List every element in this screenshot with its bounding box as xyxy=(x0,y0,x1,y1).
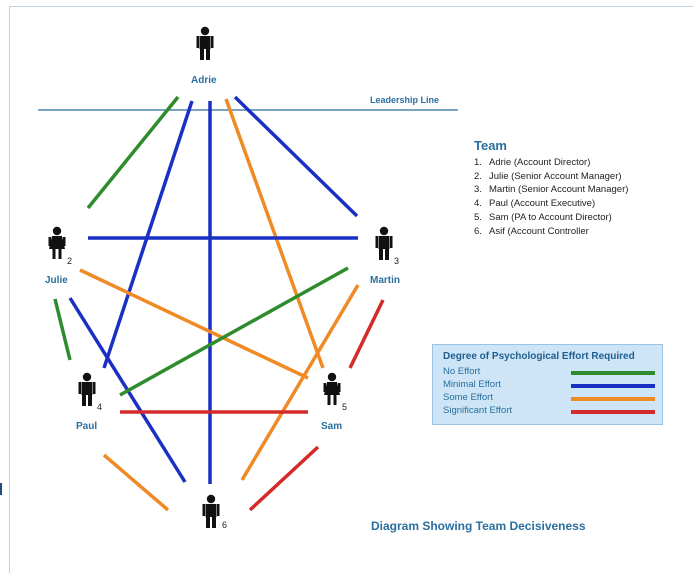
relationship-lines xyxy=(53,95,385,512)
team-member-item: 4. Paul (Account Executive) xyxy=(474,197,628,211)
team-member-list: 1. Adrie (Account Director) 2. Julie (Seni… xyxy=(474,156,628,238)
legend-swatch-minimal-effort xyxy=(571,384,655,388)
relationship-line-adrie-paul xyxy=(102,100,194,369)
relationship-line-paul-asif xyxy=(102,453,170,512)
relationship-line-adrie-sam xyxy=(224,98,325,369)
relationship-line-julie-paul xyxy=(53,298,72,361)
node-label-paul: Paul xyxy=(76,421,98,432)
team-member-item: 1. Adrie (Account Director) xyxy=(474,156,628,170)
person-icon-sam xyxy=(323,372,341,405)
node-number-martin: 3 xyxy=(394,256,400,266)
node-label-sam: Sam xyxy=(321,421,343,432)
team-member-text: Asif (Account Controller xyxy=(489,225,589,237)
frame-left-border xyxy=(9,6,10,573)
node-label-julie: Julie xyxy=(45,275,68,286)
diagram-caption: Diagram Showing Team Decisiveness xyxy=(371,519,586,533)
person-figures xyxy=(48,26,393,528)
leadership-line-label: Leadership Line xyxy=(370,95,440,105)
node-number-julie: 2 xyxy=(67,256,73,266)
person-icon-martin xyxy=(375,226,393,260)
team-member-number: 1. xyxy=(474,157,482,168)
legend-label: Minimal Effort xyxy=(443,379,501,390)
legend-swatch-no-effort xyxy=(571,371,655,375)
relationship-line-sam-asif xyxy=(248,445,320,512)
legend-title: Degree of Psychological Effort Required xyxy=(443,351,635,362)
team-member-text: Julie (Senior Account Manager) xyxy=(489,170,622,182)
node-number-sam: 5 xyxy=(342,402,348,412)
legend-row-significant-effort: Significant Effort xyxy=(443,405,658,418)
team-member-number: 2. xyxy=(474,170,482,182)
person-icon-julie xyxy=(48,226,66,259)
legend-row-some-effort: Some Effort xyxy=(443,392,658,405)
legend-label: No Effort xyxy=(443,366,481,377)
team-member-number: 5. xyxy=(474,211,482,223)
node-label-adrie: Adrie xyxy=(191,75,217,86)
team-member-number: 6. xyxy=(474,225,482,237)
team-member-number: 4. xyxy=(474,198,482,210)
team-member-item: 5. Sam (PA to Account Director) xyxy=(474,211,628,225)
legend-label: Some Effort xyxy=(443,392,493,403)
relationship-line-martin-sam xyxy=(348,299,385,369)
team-member-item: 2. Julie (Senior Account Manager) xyxy=(474,170,628,184)
team-member-item: 3. Martin (Senior Account Manager) xyxy=(474,183,628,197)
relationship-line-adrie-julie xyxy=(86,95,180,210)
team-member-number: 3. xyxy=(474,184,482,196)
node-number-paul: 4 xyxy=(97,402,103,412)
node-label-martin: Martin xyxy=(370,275,400,286)
team-member-item: 6. Asif (Account Controller xyxy=(474,225,628,239)
person-icon-asif xyxy=(202,494,220,528)
team-member-text: Adrie (Account Director) xyxy=(489,157,591,168)
person-icon-adrie xyxy=(196,26,214,60)
team-member-text: Sam (PA to Account Director) xyxy=(489,211,612,223)
legend-swatch-significant-effort xyxy=(571,410,655,414)
team-title: Team xyxy=(474,138,507,153)
frame-edge-marker xyxy=(0,483,2,495)
relationship-line-julie-sam xyxy=(79,268,309,380)
relationship-line-martin-paul xyxy=(119,266,349,397)
team-member-text: Paul (Account Executive) xyxy=(489,198,596,210)
legend-row-minimal-effort: Minimal Effort xyxy=(443,379,658,392)
team-member-text: Martin (Senior Account Manager) xyxy=(489,184,629,196)
team-list-panel: Team 1. Adrie (Account Director) 2. Julie … xyxy=(474,138,628,238)
relationship-line-adrie-martin xyxy=(233,95,359,218)
legend-row-no-effort: No Effort xyxy=(443,366,658,379)
relationship-line-martin-asif xyxy=(240,284,360,481)
effort-legend: Degree of Psychological Effort Required … xyxy=(432,344,663,425)
person-icon-paul xyxy=(78,372,96,406)
node-number-asif: 6 xyxy=(222,520,228,530)
frame-top-border xyxy=(9,6,693,7)
legend-swatch-some-effort xyxy=(571,397,655,401)
legend-label: Significant Effort xyxy=(443,405,513,416)
